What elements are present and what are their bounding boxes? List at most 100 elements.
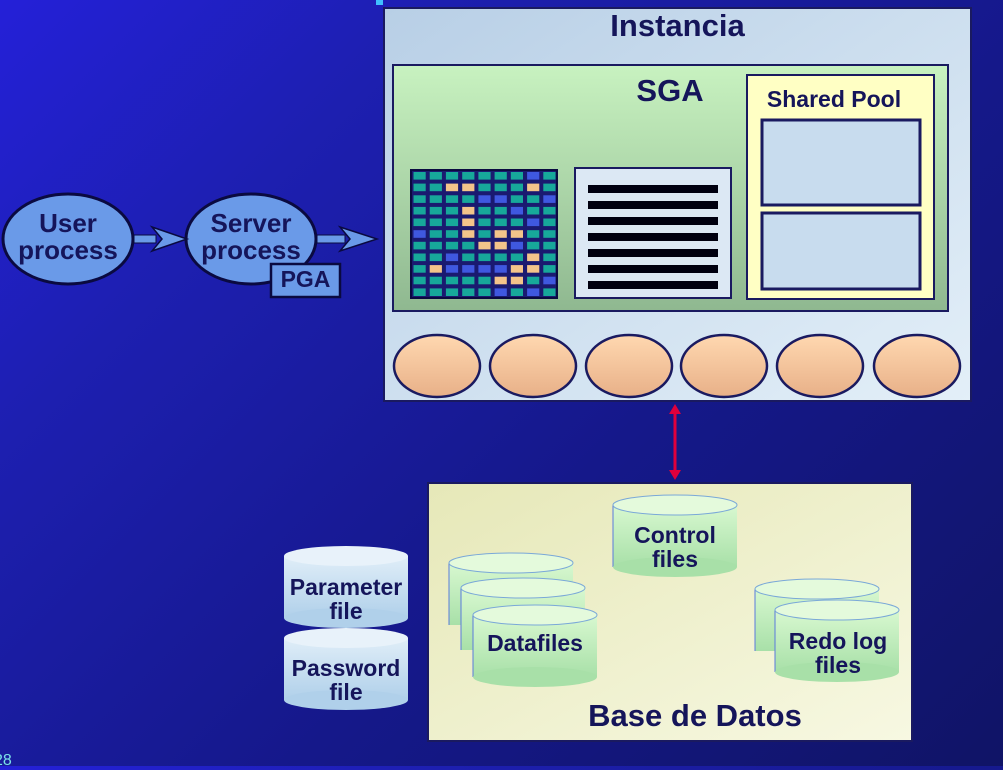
buffer-cell [510, 195, 523, 203]
buffer-cell [527, 253, 540, 262]
process-arrow-1 [133, 225, 190, 253]
user-process-label: User process [18, 208, 118, 266]
buffer-cell [510, 241, 523, 250]
redo-log-files-cylinders [754, 578, 900, 682]
datafiles-cylinders [448, 552, 598, 687]
background-processes [392, 333, 962, 399]
background-process-3 [584, 333, 674, 399]
buffer-cell [494, 230, 507, 238]
background-process-5 [775, 333, 865, 399]
buffer-cell [429, 218, 442, 227]
redo-line [588, 185, 718, 193]
buffer-cell [445, 265, 459, 273]
buffer-cell [429, 230, 442, 238]
buffer-cell [445, 218, 459, 227]
buffer-cell [429, 206, 442, 215]
buffer-cell [413, 253, 426, 262]
buffer-cell [429, 172, 442, 180]
buffer-cell [478, 241, 491, 250]
buffer-cell [478, 206, 491, 215]
buffer-cell [510, 218, 523, 227]
buffer-cell [478, 230, 491, 238]
background-process-4 [679, 333, 769, 399]
buffer-cell [445, 253, 459, 262]
buffer-cell [527, 265, 540, 273]
buffer-cell [494, 241, 507, 250]
buffer-cell [510, 265, 523, 273]
buffer-cell [543, 183, 556, 192]
buffer-cell [462, 172, 475, 180]
buffer-cell [413, 206, 426, 215]
buffer-cell [510, 183, 523, 192]
buffer-cell [445, 183, 459, 192]
buffer-cell [494, 183, 507, 192]
redo-line [588, 265, 718, 273]
buffer-cell [478, 265, 491, 273]
buffer-cell [478, 288, 491, 296]
library-cache [760, 118, 922, 207]
redo-line [588, 249, 718, 257]
buffer-cell [494, 265, 507, 273]
buffer-cell [543, 276, 556, 285]
buffer-cell [429, 253, 442, 262]
buffer-cell [462, 276, 475, 285]
parameter-file-label: Parameter file [289, 574, 403, 625]
shared-pool-label: Shared Pool [766, 86, 902, 112]
buffer-cell [494, 288, 507, 296]
buffer-cell [494, 253, 507, 262]
buffer-cell [543, 206, 556, 215]
buffer-cell [429, 195, 442, 203]
buffer-cell [445, 276, 459, 285]
buffer-cell [413, 195, 426, 203]
redo-line [588, 217, 718, 225]
page-number: 28 [0, 752, 12, 769]
buffer-cell [478, 218, 491, 227]
redo-log-files-label: Redo log files [788, 628, 888, 679]
buffer-cell [478, 276, 491, 285]
buffer-cell [527, 195, 540, 203]
marker [376, 0, 383, 5]
buffer-cell [527, 241, 540, 250]
buffer-cell [478, 195, 491, 203]
database-title: Base de Datos [588, 698, 802, 733]
database-buffer-cache [410, 169, 558, 299]
background-process-1 [392, 333, 482, 399]
buffer-cell [543, 218, 556, 227]
buffer-cell [543, 265, 556, 273]
background-process-2 [488, 333, 578, 399]
buffer-cell [527, 183, 540, 192]
buffer-cell [429, 288, 442, 296]
buffer-cell [462, 288, 475, 296]
buffer-cell [445, 230, 459, 238]
password-file-label: Password file [291, 655, 401, 706]
buffer-cell [527, 218, 540, 227]
buffer-cell [429, 183, 442, 192]
password-file-cylinder [284, 628, 408, 710]
buffer-cell [510, 253, 523, 262]
server-process-label: Server process [201, 208, 301, 266]
process-arrow-2 [316, 225, 380, 253]
redo-line [588, 281, 718, 289]
buffer-cell [527, 276, 540, 285]
buffer-cell [510, 172, 523, 180]
buffer-cell [543, 288, 556, 296]
buffer-cell [543, 253, 556, 262]
buffer-cell [413, 172, 426, 180]
buffer-cell [478, 183, 491, 192]
buffer-cell [510, 276, 523, 285]
buffer-cell [494, 195, 507, 203]
instance-title: Instancia [610, 8, 745, 43]
buffer-cell [413, 230, 426, 238]
buffer-cell [413, 288, 426, 296]
redo-line [588, 233, 718, 241]
control-files-cylinder [612, 494, 738, 577]
buffer-cell [429, 265, 442, 273]
datafiles-label: Datafiles [487, 630, 583, 656]
redo-line [588, 201, 718, 209]
buffer-cell [462, 253, 475, 262]
buffer-cell [462, 183, 475, 192]
buffer-cell [510, 288, 523, 296]
sga-title: SGA [636, 73, 704, 108]
buffer-cell [462, 230, 475, 238]
